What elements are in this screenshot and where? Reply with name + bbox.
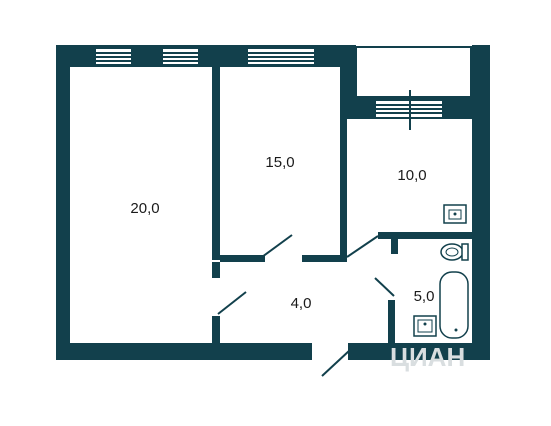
sink-icon bbox=[413, 315, 437, 337]
bathroom-area: 5,0 bbox=[414, 288, 435, 305]
door-bathroom bbox=[374, 277, 395, 297]
kitchen-area: 10,0 bbox=[397, 167, 426, 184]
window-room-1-left bbox=[96, 49, 131, 64]
room-2-area: 15,0 bbox=[265, 154, 294, 171]
walls bbox=[56, 45, 490, 360]
window-room-2 bbox=[248, 49, 314, 64]
door-kitchen bbox=[346, 235, 379, 258]
doors bbox=[217, 234, 395, 377]
balcony-door bbox=[376, 90, 442, 130]
bathtub-icon bbox=[439, 271, 469, 339]
door-room-2 bbox=[261, 234, 293, 258]
entrance-door bbox=[321, 349, 351, 377]
window-room-1-right bbox=[163, 49, 198, 64]
stove-icon bbox=[443, 204, 467, 224]
balcony bbox=[355, 46, 472, 98]
watermark: ЦИАН bbox=[390, 342, 465, 372]
toilet-icon bbox=[440, 243, 469, 261]
door-room-1 bbox=[217, 291, 247, 315]
room-1-area: 20,0 bbox=[130, 200, 159, 217]
hallway-area: 4,0 bbox=[291, 295, 312, 312]
